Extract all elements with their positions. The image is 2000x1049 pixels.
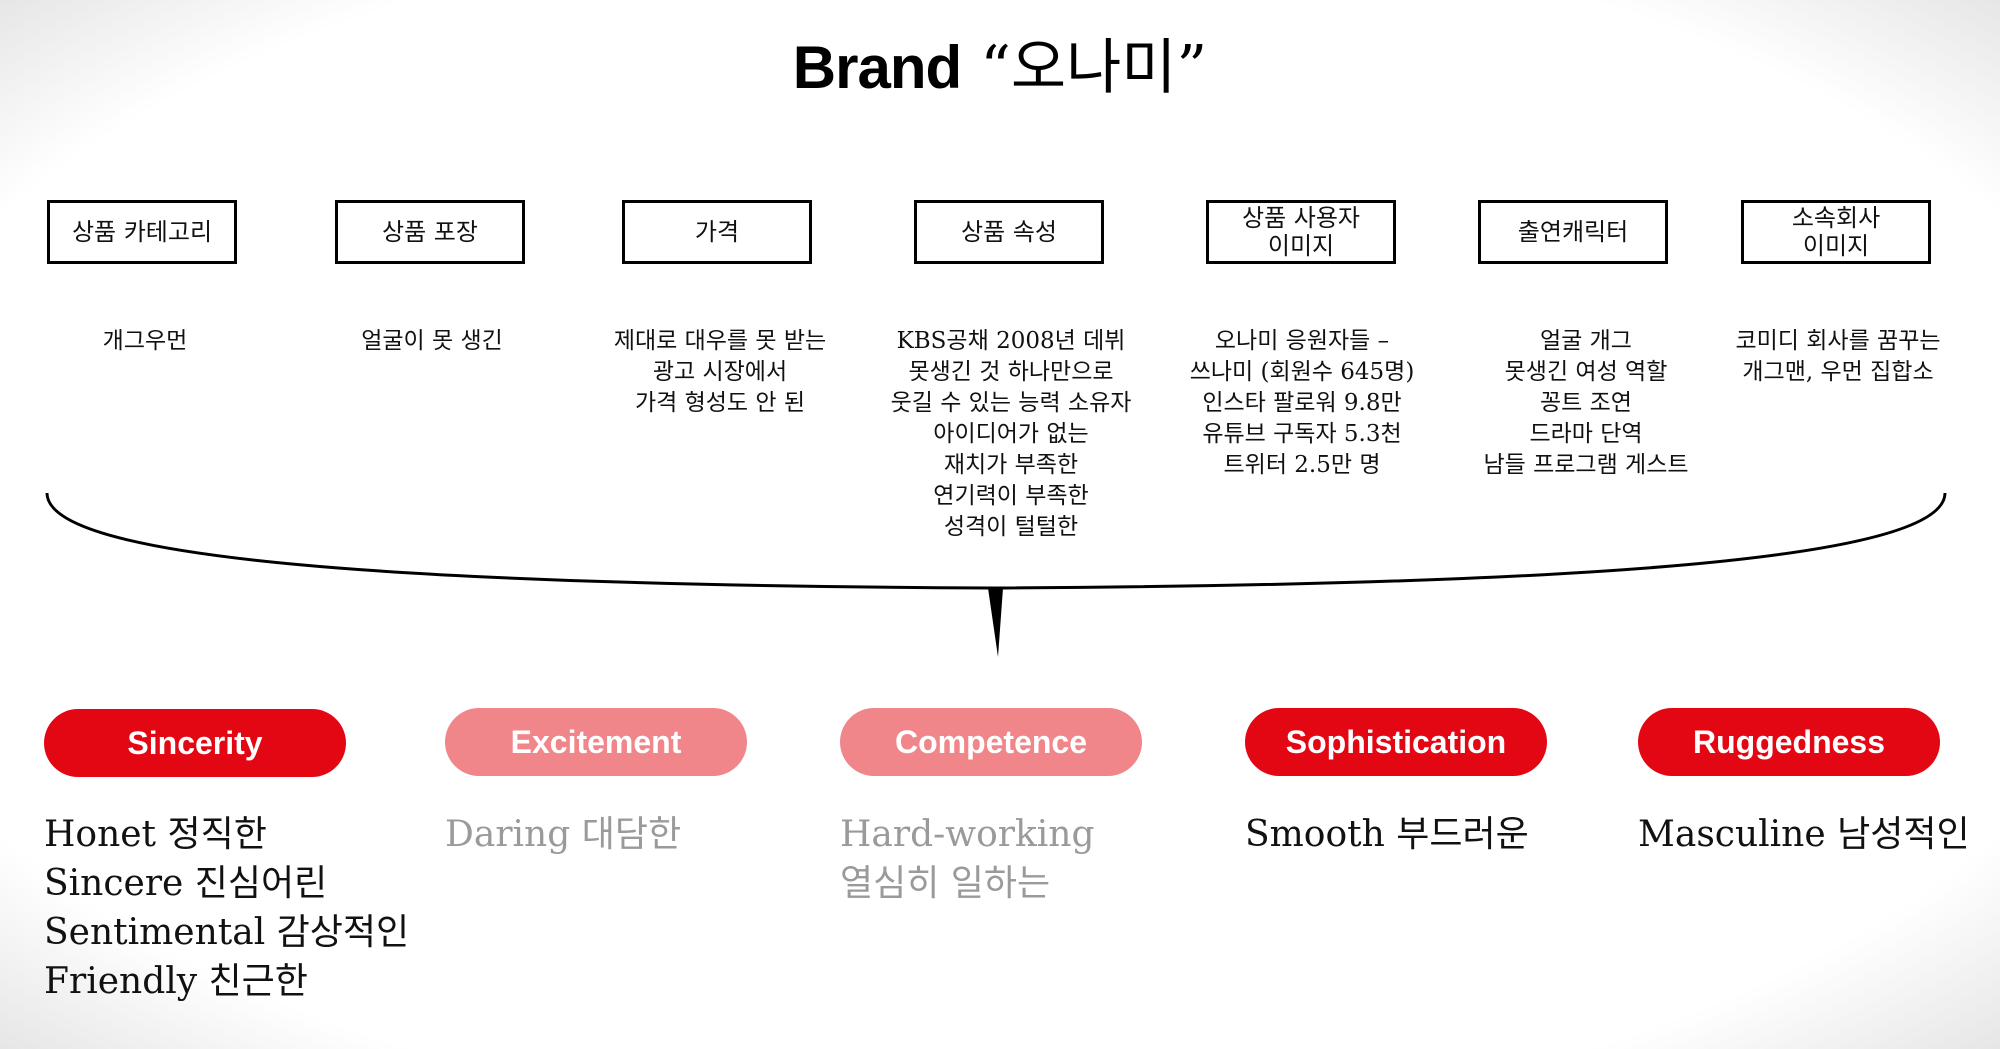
category-desc-characters: 얼굴 개그 못생긴 여성 역할 꽁트 조연 드라마 단역 남들 프로그램 게스트 bbox=[1483, 328, 1689, 478]
trait-item: Honet 정직한 bbox=[44, 814, 267, 855]
category-desc-user-image: 오나미 응원자들 – 쓰나미 (회원수 645명) 인스타 팔로워 9.8만 유… bbox=[1189, 328, 1415, 478]
dimension-pill-competence: Competence bbox=[840, 708, 1142, 776]
trait-item: 열심히 일하는 bbox=[840, 863, 1051, 904]
dimension-pill-excitement: Excitement bbox=[445, 708, 747, 776]
category-box-price: 가격 bbox=[622, 200, 812, 264]
category-box-characters: 출연캐릭터 bbox=[1478, 200, 1668, 264]
title-brand-name: “오나미” bbox=[980, 33, 1208, 103]
trait-item: Masculine 남성적인 bbox=[1638, 814, 1970, 855]
trait-item: Sentimental 감상적인 bbox=[44, 912, 410, 953]
dimension-pill-sophistication: Sophistication bbox=[1245, 708, 1547, 776]
trait-item: Friendly 친근한 bbox=[44, 961, 308, 1002]
category-desc-attributes: KBS공채 2008년 데뷔 못생긴 것 하나만으로 웃길 수 있는 능력 소유… bbox=[890, 328, 1132, 540]
category-desc-product-category: 개그우먼 bbox=[102, 328, 188, 354]
category-box-product-category: 상품 카테고리 bbox=[47, 200, 237, 264]
page-title: Brand “오나미” bbox=[0, 28, 2000, 108]
category-desc-packaging: 얼굴이 못 생긴 bbox=[361, 328, 503, 354]
category-box-packaging: 상품 포장 bbox=[335, 200, 525, 264]
traits-sophistication: Smooth 부드러운 bbox=[1245, 810, 1529, 859]
traits-sincerity: Honet 정직한 Sincere 진심어린 Sentimental 감상적인 … bbox=[44, 810, 409, 1006]
trait-item: Hard-working bbox=[840, 814, 1095, 855]
category-box-user-image: 상품 사용자 이미지 bbox=[1206, 200, 1396, 264]
title-brand: Brand bbox=[792, 34, 962, 101]
dimension-pill-ruggedness: Ruggedness bbox=[1638, 708, 1940, 776]
trait-item: Daring 대담한 bbox=[445, 814, 682, 855]
brace-pointer bbox=[988, 588, 1003, 657]
traits-ruggedness: Masculine 남성적인 bbox=[1638, 810, 1970, 859]
trait-item: Smooth 부드러운 bbox=[1245, 814, 1529, 855]
category-box-company-image: 소속회사 이미지 bbox=[1741, 200, 1931, 264]
dimension-pill-sincerity: Sincerity bbox=[44, 709, 346, 777]
traits-excitement: Daring 대담한 bbox=[445, 810, 681, 859]
traits-competence: Hard-working 열심히 일하는 bbox=[840, 810, 1095, 908]
category-box-attributes: 상품 속성 bbox=[914, 200, 1104, 264]
category-desc-price: 제대로 대우를 못 받는 광고 시장에서 가격 형성도 안 된 bbox=[613, 328, 827, 416]
trait-item: Sincere 진심어린 bbox=[44, 863, 328, 904]
brace-curve bbox=[45, 492, 1947, 590]
category-desc-company-image: 코미디 회사를 꿈꾸는 개그맨, 우먼 집합소 bbox=[1735, 328, 1941, 385]
